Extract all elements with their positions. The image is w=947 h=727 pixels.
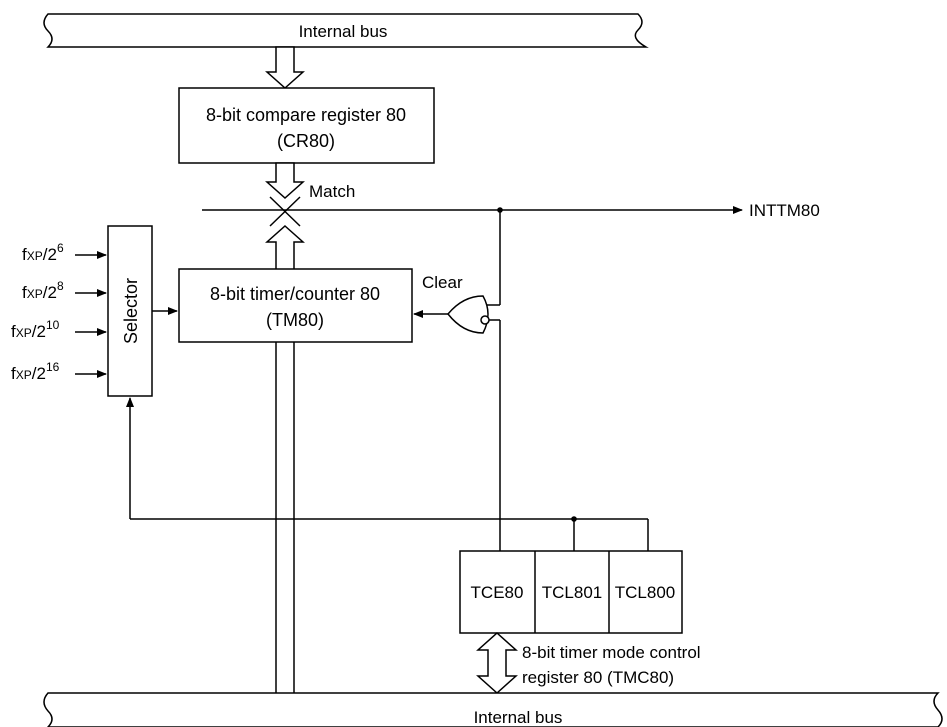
match-label: Match (309, 182, 355, 201)
mode-bit-tcl801: TCL801 (542, 583, 602, 602)
top-internal-bus (43, 13, 649, 48)
compare-register-title: 8-bit compare register 80 (206, 105, 406, 125)
bottom-bus-label: Internal bus (474, 708, 563, 727)
mode-register-caption-line1: 8-bit timer mode control (522, 643, 701, 662)
mode-register-caption-line2: register 80 (TMC80) (522, 668, 674, 687)
compare-register-abbr: (CR80) (277, 131, 335, 151)
bottom-internal-bus (43, 692, 943, 727)
clear-or-gate (447, 295, 489, 334)
timer-counter-box (178, 268, 413, 343)
bus-to-cr80-arrow (265, 46, 305, 90)
inttm80-label: INTTM80 (749, 201, 820, 220)
top-bus-label: Internal bus (299, 22, 388, 41)
clear-label: Clear (422, 273, 463, 292)
clock-input-label-2: fXP/28 (22, 279, 64, 302)
clock-input-label-4: fXP/216 (11, 360, 60, 383)
mode-bit-tce80: TCE80 (471, 583, 524, 602)
compare-register-box (178, 87, 435, 164)
selector-label: Selector (121, 278, 141, 344)
mode-bit-tcl800: TCL800 (615, 583, 675, 602)
timer-counter-title: 8-bit timer/counter 80 (210, 284, 380, 304)
cr80-to-match-arrow (265, 162, 305, 200)
control-junction-dot (571, 516, 577, 522)
timer-counter-abbr: (TM80) (266, 310, 324, 330)
match-junction-dot (497, 207, 503, 213)
match-comparator (269, 196, 301, 227)
mode-register-box (459, 550, 683, 634)
selector-box (107, 225, 153, 397)
clock-input-label-3: fXP/210 (11, 318, 60, 341)
clock-input-label-1: fXP/26 (22, 241, 64, 264)
tmc80-bus-arrow (476, 631, 518, 695)
gate-inversion-bubble (480, 315, 490, 325)
